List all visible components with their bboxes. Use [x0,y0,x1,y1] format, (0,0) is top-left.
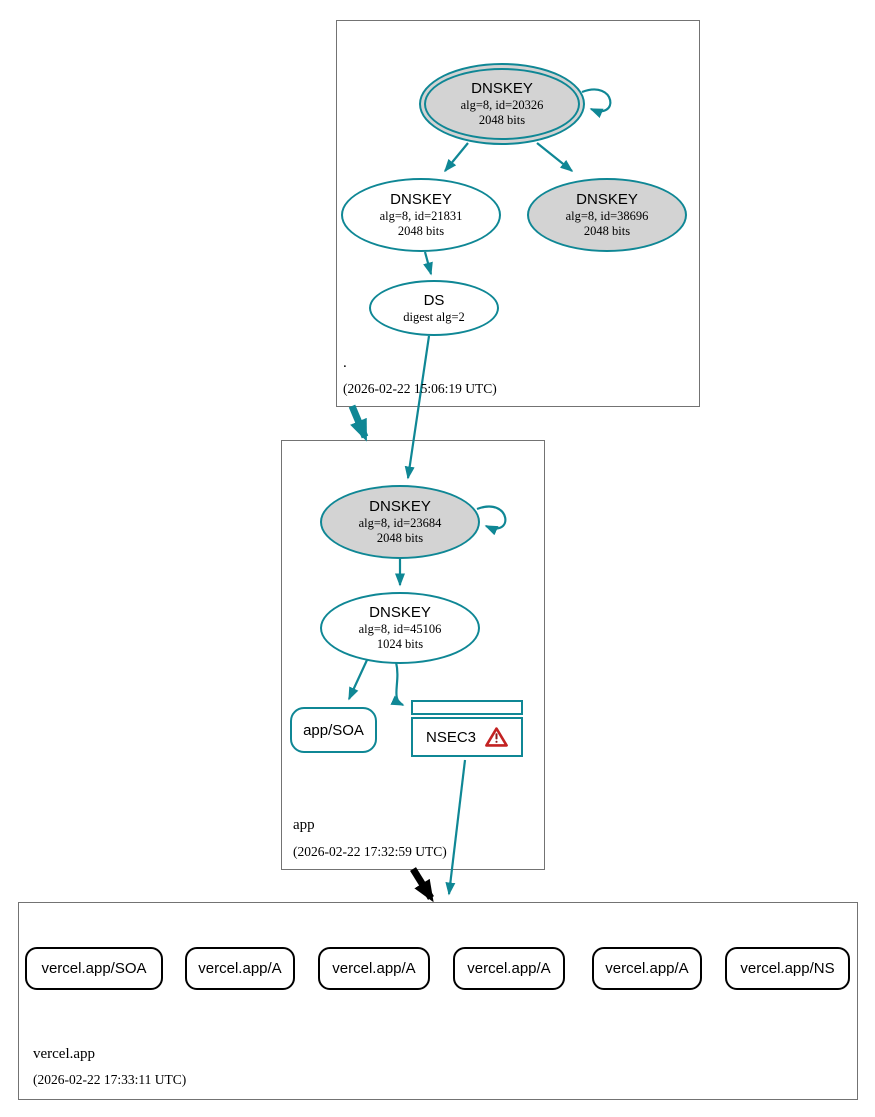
node-root-dnskey-38696: DNSKEY alg=8, id=38696 2048 bits [527,178,687,252]
node-vercel-a-2: vercel.app/A [318,947,430,990]
node-detail: 2048 bits [376,531,424,545]
node-detail: 2048 bits [583,224,631,238]
node-detail: 2048 bits [478,113,526,127]
node-root-ksk-dnskey: DNSKEY alg=8, id=20326 2048 bits [419,63,585,145]
nsec3-header-bar [411,700,523,715]
node-type-label: DNSKEY [390,191,452,208]
node-vercel-ns: vercel.app/NS [725,947,850,990]
zone-timestamp-vercel-app: (2026-02-22 17:33:11 UTC) [33,1072,187,1087]
node-label: NSEC3 [425,728,477,746]
zone-timestamp-root: (2026-02-22 15:06:19 UTC) [343,381,497,396]
node-detail: alg=8, id=23684 [358,516,442,530]
zone-name-root: . [343,355,347,371]
node-vercel-a-3: vercel.app/A [453,947,565,990]
node-app-ksk-dnskey: DNSKEY alg=8, id=23684 2048 bits [320,485,480,559]
node-type-label: DNSKEY [471,80,533,97]
node-label: vercel.app/A [467,960,551,977]
node-label: vercel.app/A [332,960,416,977]
edge-delegation-app-to-vercel [410,867,434,903]
node-label: vercel.app/NS [740,960,835,977]
node-vercel-a-1: vercel.app/A [185,947,295,990]
node-label: vercel.app/A [198,960,282,977]
node-type-label: DNSKEY [369,604,431,621]
node-vercel-soa: vercel.app/SOA [25,947,163,990]
node-label: vercel.app/SOA [41,960,147,977]
zone-name-app: app [293,817,315,833]
node-label: app/SOA [303,721,364,739]
node-type-label: DNSKEY [369,498,431,515]
warning-icon [485,727,508,747]
node-type-label: DNSKEY [576,191,638,208]
node-type-label: DS [423,291,445,309]
node-app-soa: app/SOA [290,707,377,753]
node-detail: alg=8, id=45106 [358,622,442,636]
edge-delegation-root-to-app [348,404,369,442]
node-vercel-a-4: vercel.app/A [592,947,702,990]
zone-timestamp-app: (2026-02-22 17:32:59 UTC) [293,844,447,859]
zone-box-vercel-app [18,902,858,1100]
node-root-ds: DS digest alg=2 [369,280,499,336]
node-detail: digest alg=2 [403,309,465,324]
node-app-nsec3: NSEC3 [411,700,523,757]
node-detail: alg=8, id=38696 [565,209,649,223]
node-detail: 1024 bits [376,637,424,651]
node-detail: alg=8, id=21831 [379,209,463,223]
node-detail: alg=8, id=20326 [460,98,544,112]
zone-name-vercel-app: vercel.app [33,1046,96,1062]
nsec3-body: NSEC3 [411,717,523,757]
node-app-zsk-dnskey: DNSKEY alg=8, id=45106 1024 bits [320,592,480,664]
node-root-zsk-dnskey: DNSKEY alg=8, id=21831 2048 bits [341,178,501,252]
node-detail: 2048 bits [397,224,445,238]
zone-box-root [336,20,700,407]
node-label: vercel.app/A [605,960,689,977]
